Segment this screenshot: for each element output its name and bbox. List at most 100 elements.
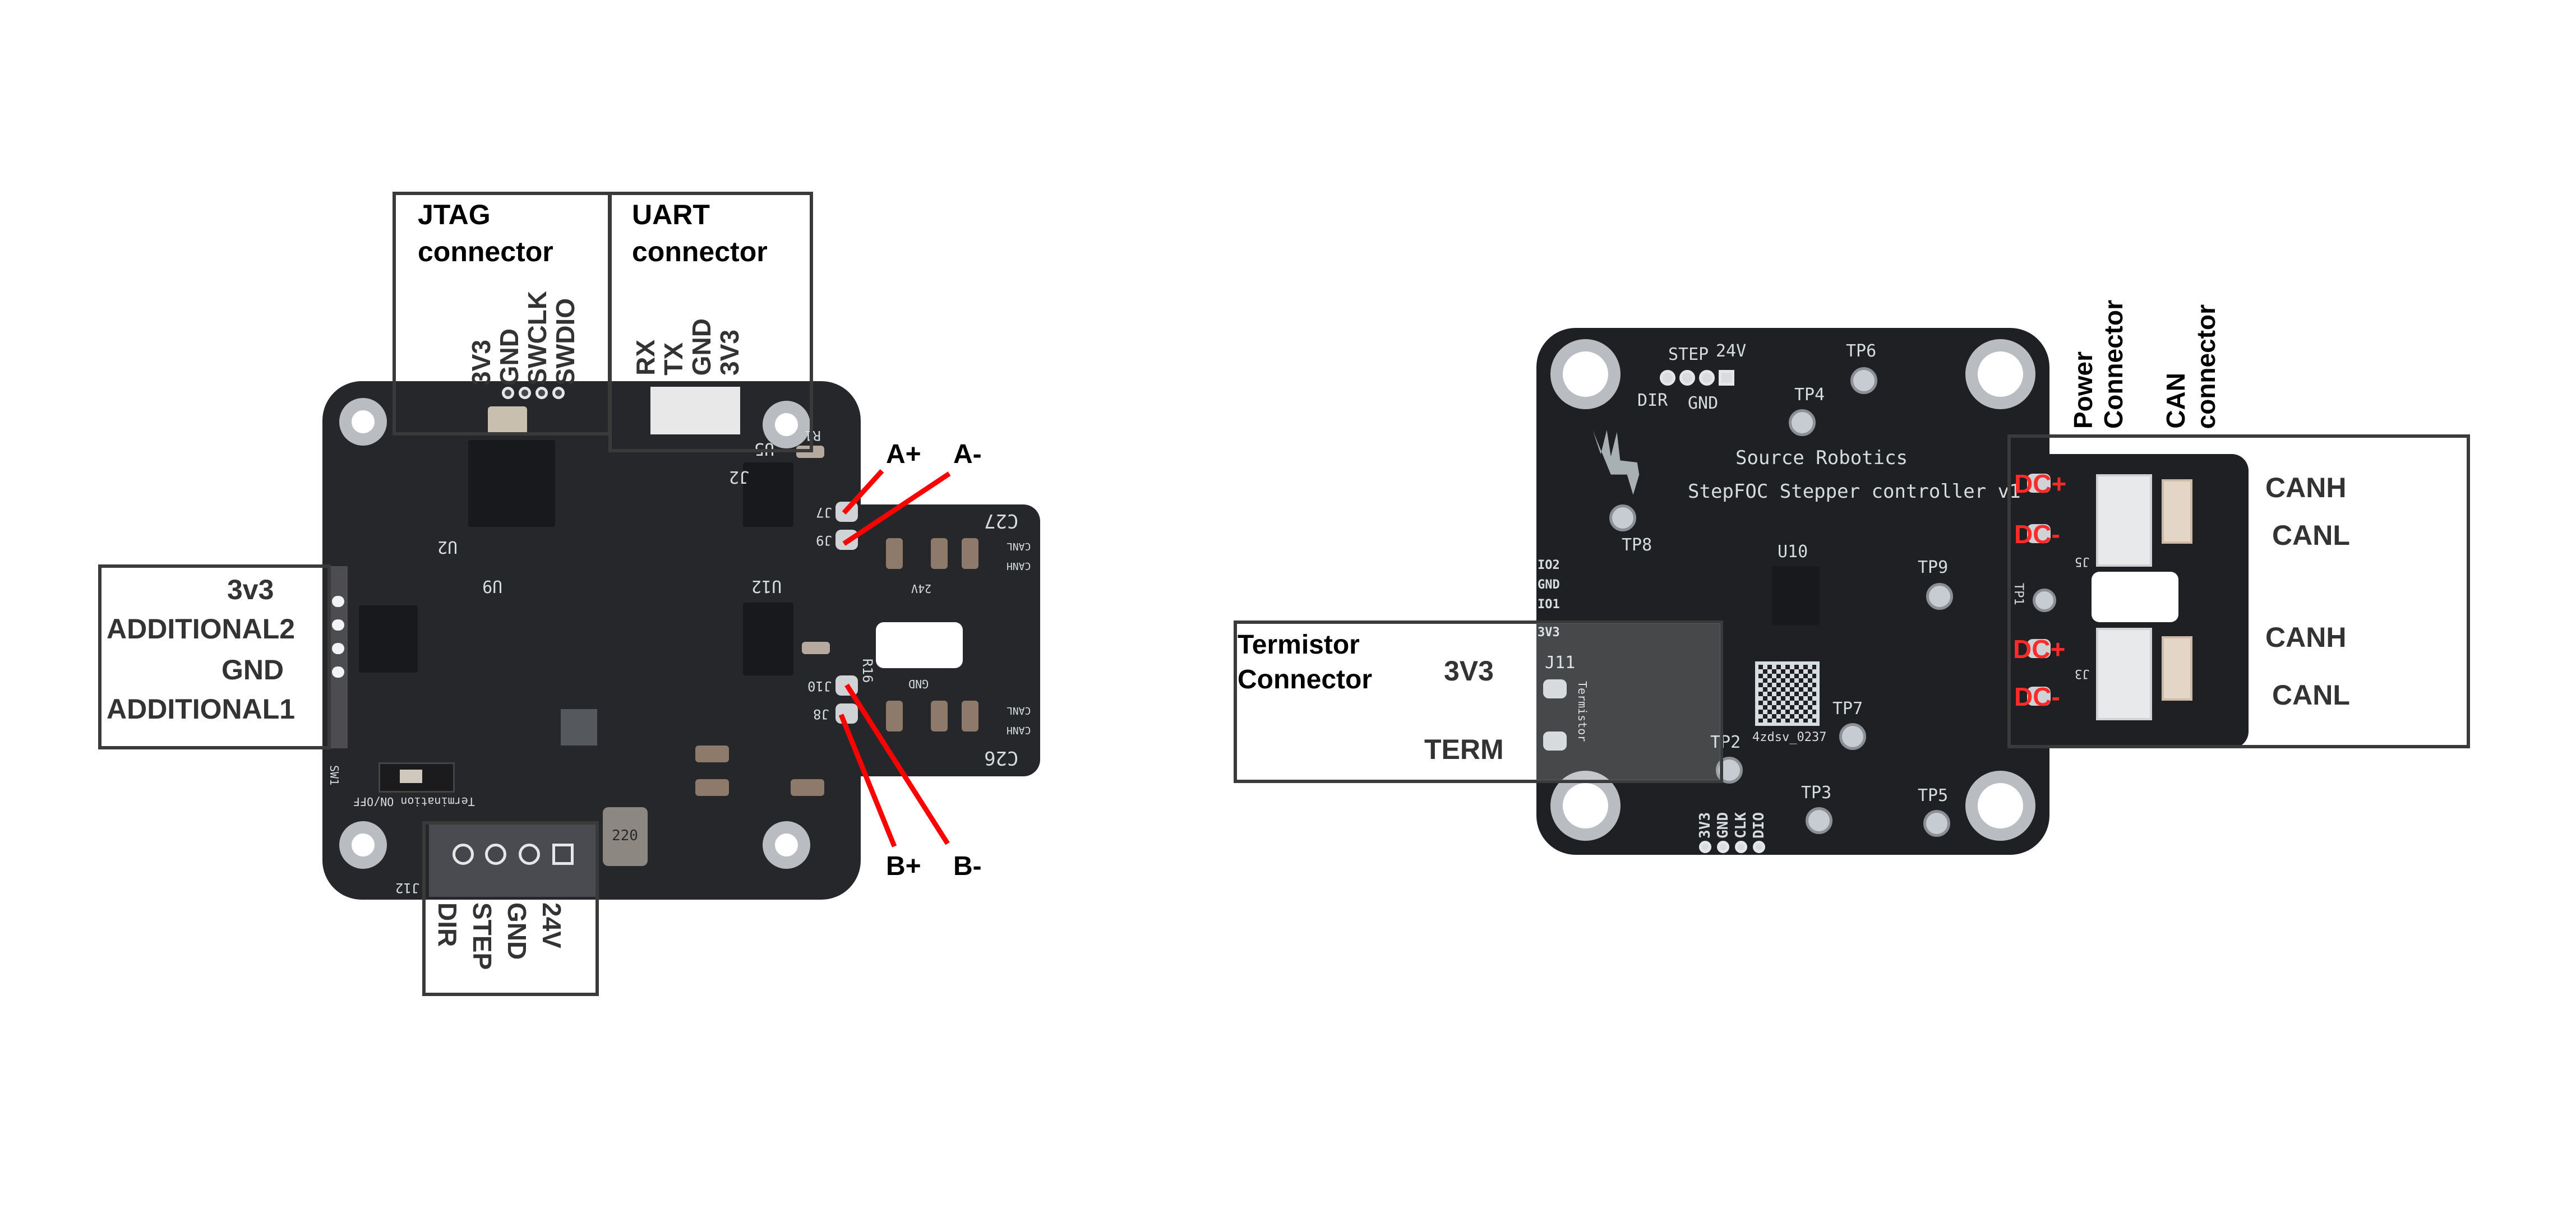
silk-swd-3v3: 3V3 xyxy=(1697,812,1714,839)
power-connector-title-line2: Connector xyxy=(2099,300,2128,429)
step-dir-pin-step: STEP xyxy=(468,902,497,970)
step-dir-header xyxy=(429,821,597,897)
jtag-pad xyxy=(502,387,514,399)
switch-knob xyxy=(400,770,422,783)
jtag-pad xyxy=(519,387,531,399)
callout-line-a-plus xyxy=(842,469,884,515)
callout-line-b-minus xyxy=(844,683,950,845)
silk-io-3v3: 3V3 xyxy=(1538,626,1560,640)
side-pad xyxy=(332,596,344,607)
silk-tp9: TP9 xyxy=(1918,558,1949,577)
silk-tp7: TP7 xyxy=(1832,699,1863,719)
power-connector-title-line1: Power xyxy=(2069,351,2098,429)
phase-b-minus-label: B- xyxy=(953,851,982,881)
step-dir-connector-box xyxy=(422,821,599,996)
mount-hole-icon xyxy=(1965,771,2035,841)
right-tab-window xyxy=(2092,572,2178,622)
capacitor xyxy=(695,779,729,796)
silk-tp6: TP6 xyxy=(1846,341,1877,361)
can-pin-canh-1: CANH xyxy=(2265,472,2347,503)
silk-swd-clk: CLK xyxy=(1733,812,1749,839)
side-pin-gnd: GND xyxy=(221,654,284,686)
dc-minus-label-2: DC- xyxy=(2014,682,2060,711)
brand-name: Source Robotics xyxy=(1735,447,1908,469)
test-point-tp1 xyxy=(2033,589,2056,612)
uart-header-shell xyxy=(650,387,740,434)
swd-pad xyxy=(1717,841,1729,853)
gray-inductor xyxy=(561,709,597,746)
jtag-title: JTAG connector xyxy=(418,196,553,270)
termination-switch[interactable] xyxy=(378,762,455,793)
silk-swd-gnd: GND xyxy=(1715,812,1732,839)
capacitor xyxy=(962,701,978,731)
termistor-title-line1: Termistor xyxy=(1238,630,1360,660)
capacitor xyxy=(962,538,978,569)
side-connector-overlay xyxy=(331,566,348,748)
callout-line-b-plus xyxy=(838,714,897,848)
side-connector-box xyxy=(98,564,331,749)
test-point-tp7 xyxy=(1839,723,1866,750)
termistor-pin-3v3: 3V3 xyxy=(1444,655,1494,687)
test-point-tp8 xyxy=(1609,504,1636,531)
silk-step: STEP xyxy=(1668,345,1709,364)
silk-swd-dio: DIO xyxy=(1751,812,1767,839)
source-robotics-logo-icon xyxy=(1592,430,1640,495)
power-pad xyxy=(2027,687,2051,706)
silk-24v: 24V xyxy=(1716,341,1747,361)
jtag-pad xyxy=(552,387,565,399)
power-connector-title: Power Connector xyxy=(2069,269,2128,429)
swd-pin-labels: 3V3 GND CLK DIO xyxy=(1697,791,1767,839)
capacitor xyxy=(791,779,824,796)
step-dir-pad xyxy=(485,844,506,865)
power-pad xyxy=(2027,639,2051,658)
can-pin-canl-2: CANL xyxy=(2272,679,2350,711)
silk-j11: J11 xyxy=(1545,653,1576,673)
power-pad xyxy=(2027,474,2051,493)
termistor-pin-term: TERM xyxy=(1424,734,1504,765)
silk-tp8: TP8 xyxy=(1622,535,1652,555)
callout-line-a-minus xyxy=(842,471,951,546)
product-name: StepFOC Stepper controller v1 xyxy=(1688,480,2021,503)
capacitor xyxy=(931,538,948,569)
capacitor xyxy=(886,538,903,569)
power-connector-j5 xyxy=(2096,474,2152,567)
termistor-title: Termistor Connector xyxy=(1238,628,1372,697)
jtag-title-line1: JTAG xyxy=(418,199,491,230)
can-connector-top xyxy=(2162,479,2192,544)
step-dir-pad xyxy=(519,844,540,865)
silk-u10: U10 xyxy=(1778,542,1808,562)
silk-tp1: TP1 xyxy=(2011,583,2025,605)
inductor: 220 xyxy=(603,807,648,866)
can-connector-title-line1: CAN xyxy=(2161,373,2190,429)
swd-pad xyxy=(1753,841,1765,853)
dc-minus-label-1: DC- xyxy=(2014,520,2060,549)
silk-r16: R16 xyxy=(860,659,875,683)
side-pad xyxy=(332,666,344,678)
silk-dir: DIR xyxy=(1637,391,1668,410)
test-point-tp9 xyxy=(1926,583,1953,610)
top-pad-dir xyxy=(1660,370,1675,386)
phase-a-minus-label: A- xyxy=(953,439,982,469)
qr-code xyxy=(1755,661,1820,726)
silk-io2: IO2 xyxy=(1538,558,1560,572)
uart-connector-box xyxy=(608,192,813,452)
power-can-connector-box xyxy=(2007,434,2470,748)
qr-code-text: 4zdsv_0237 xyxy=(1752,730,1827,744)
driver-chip-u12 xyxy=(743,603,793,675)
resistor-r16 xyxy=(802,642,830,654)
phase-a-plus-label: A+ xyxy=(886,439,921,469)
mount-hole-icon xyxy=(339,821,387,869)
mount-hole-icon xyxy=(1550,339,1621,409)
step-dir-pad xyxy=(453,844,474,865)
side-pad xyxy=(332,619,344,631)
top-pad-24v xyxy=(1719,370,1734,386)
jtag-title-line2: connector xyxy=(418,236,553,267)
dc-plus-label-2: DC+ xyxy=(2013,635,2066,664)
side-pin-additional2: ADDITIONAL2 xyxy=(107,613,296,645)
test-point-tp4 xyxy=(1789,409,1816,436)
capacitor xyxy=(886,701,903,731)
uart-title-line2: connector xyxy=(632,236,768,267)
driver-chip-u5 xyxy=(743,462,793,527)
jtag-pad xyxy=(535,387,548,399)
silk-tp3: TP3 xyxy=(1801,783,1832,803)
